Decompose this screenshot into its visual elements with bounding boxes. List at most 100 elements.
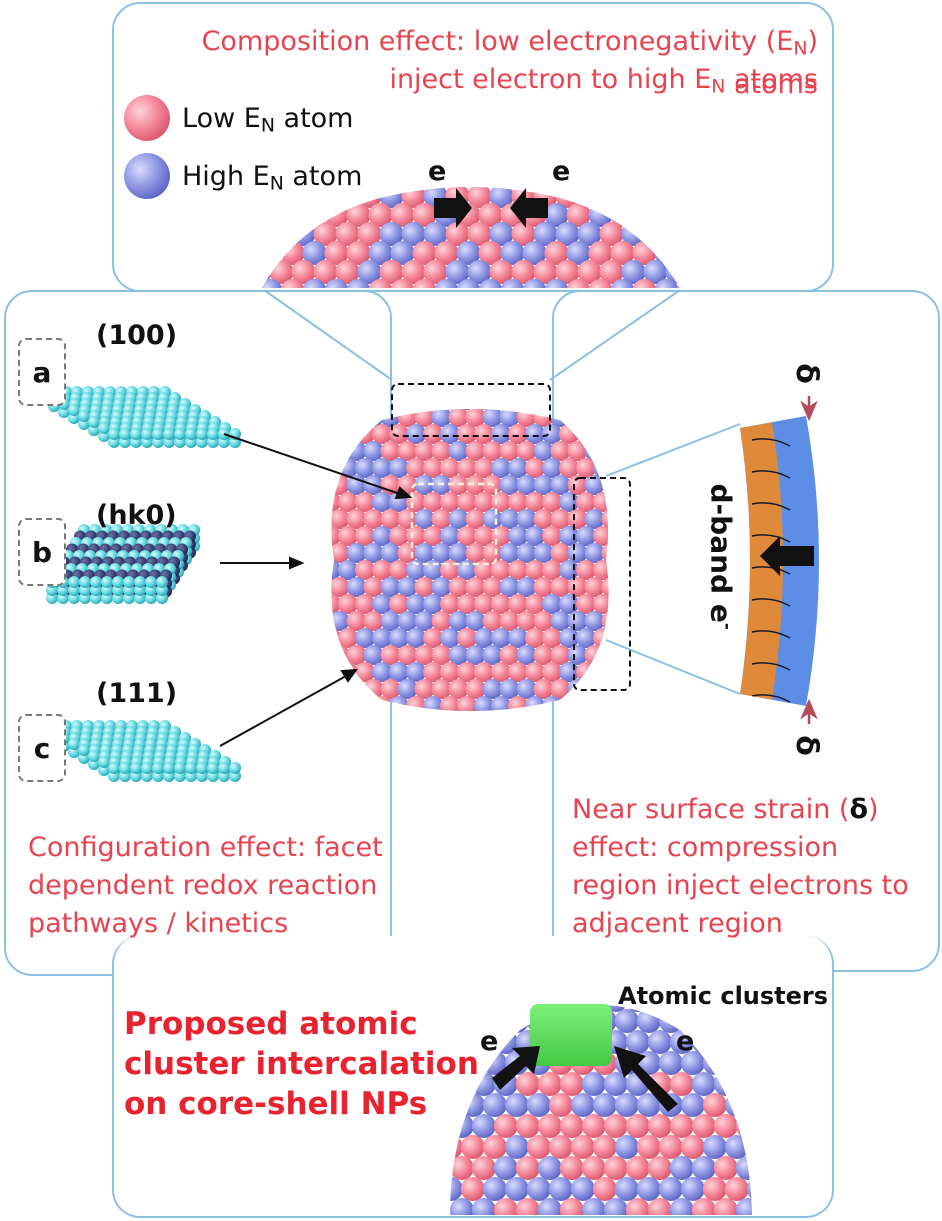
atom <box>145 576 157 588</box>
atom <box>619 577 639 597</box>
atom <box>567 509 588 529</box>
atom <box>450 1114 474 1138</box>
atom <box>474 526 494 546</box>
atom <box>691 1030 716 1054</box>
atom <box>440 628 460 648</box>
atom <box>555 222 580 246</box>
facet-hk0-slab <box>46 524 200 604</box>
atom <box>577 187 602 208</box>
atom <box>735 1030 752 1054</box>
atom <box>397 441 418 461</box>
configuration-caption-line1: Configuration effect: facet <box>28 832 383 863</box>
strain-grid-line <box>751 502 791 511</box>
atom <box>567 645 588 665</box>
atom <box>457 594 477 614</box>
atom <box>499 441 520 461</box>
atom <box>478 203 503 227</box>
atom <box>669 1072 694 1096</box>
atom <box>448 509 469 529</box>
atom <box>346 645 367 665</box>
atom <box>735 1198 752 1215</box>
atom <box>389 594 409 614</box>
atom <box>423 662 443 682</box>
atom <box>542 424 562 444</box>
facet-100-slab <box>38 386 241 448</box>
atom <box>445 260 470 284</box>
atom <box>593 409 609 410</box>
electron-label-top-left: e <box>428 156 447 187</box>
atom <box>516 509 537 529</box>
atom <box>713 1198 738 1215</box>
atom <box>440 662 460 682</box>
atom <box>566 241 591 265</box>
atom <box>647 1030 672 1054</box>
atom <box>499 475 520 495</box>
atom <box>482 1093 507 1117</box>
atom <box>406 560 426 580</box>
configuration-caption-line2: dependent redox reaction <box>28 870 378 901</box>
atom <box>585 713 605 733</box>
atom <box>457 409 477 410</box>
atom <box>196 762 208 774</box>
atom <box>368 203 393 227</box>
atom <box>533 611 554 631</box>
atom <box>551 713 571 733</box>
atom <box>78 744 90 756</box>
atom <box>141 428 153 440</box>
atom <box>491 662 511 682</box>
atom <box>669 1156 694 1180</box>
facet-miller-100: (100) <box>96 320 178 351</box>
atom <box>567 543 588 563</box>
atom <box>489 260 514 284</box>
atom <box>363 509 384 529</box>
atom <box>346 241 371 265</box>
atom <box>544 203 569 227</box>
electron-arrows-bottom <box>492 1046 678 1112</box>
atom <box>713 1114 738 1138</box>
strain-caption-line2: effect: compression <box>572 832 839 863</box>
atom <box>372 458 392 478</box>
atom <box>372 492 392 512</box>
atom <box>423 526 443 546</box>
atom <box>423 409 443 410</box>
atom <box>577 260 602 284</box>
atom <box>584 509 605 529</box>
atom <box>654 279 679 288</box>
atom <box>491 628 511 648</box>
atom <box>457 424 477 444</box>
atom <box>119 428 131 440</box>
atom <box>431 645 452 665</box>
atom <box>516 679 537 699</box>
atom <box>550 577 571 597</box>
atom <box>601 509 609 529</box>
atom <box>338 628 358 648</box>
atom <box>431 509 452 529</box>
configuration-caption-line3: pathways / kinetics <box>28 908 289 939</box>
atom <box>406 424 426 444</box>
atom <box>593 628 609 648</box>
atom <box>610 696 630 716</box>
atom <box>713 1072 738 1096</box>
atom <box>702 1051 727 1075</box>
atom <box>499 577 520 597</box>
atom <box>658 1051 683 1075</box>
strain-caption-line3: region inject electrons to <box>572 870 909 901</box>
atom <box>643 187 668 208</box>
atom <box>331 409 350 427</box>
atomic-cluster-block <box>530 1004 612 1066</box>
atom <box>141 762 153 774</box>
atom <box>88 416 100 428</box>
atom <box>614 1009 639 1033</box>
top-region-highlight <box>391 383 551 437</box>
arrow-left-icon <box>510 188 548 228</box>
atom <box>88 750 100 762</box>
atom <box>346 203 371 227</box>
atom <box>335 222 360 246</box>
atom <box>588 279 613 288</box>
atom <box>584 543 605 563</box>
atom <box>465 409 486 427</box>
atom <box>445 222 470 246</box>
atom <box>680 1177 705 1201</box>
atom <box>414 543 435 563</box>
atom <box>389 560 409 580</box>
